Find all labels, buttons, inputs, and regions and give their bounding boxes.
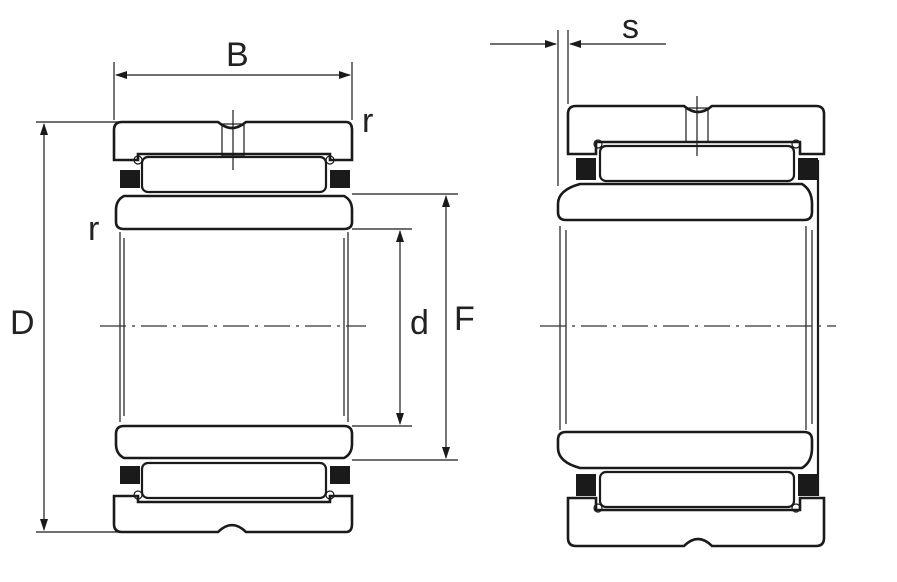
label-D: D xyxy=(10,304,35,342)
roller-top-right xyxy=(598,144,796,183)
inner-ring-top xyxy=(114,194,354,231)
inner-ring-bottom-right xyxy=(556,430,814,470)
right-dimensions xyxy=(490,30,666,186)
inner-ring-bottom xyxy=(114,424,354,460)
outer-ring-bottom xyxy=(112,494,354,534)
left-bearing xyxy=(100,110,366,534)
outer-ring-top xyxy=(112,120,354,162)
roller-bottom xyxy=(140,461,328,500)
label-B: B xyxy=(226,36,249,74)
right-bearing xyxy=(540,96,836,548)
outer-ring-bottom-right xyxy=(566,496,826,548)
outer-ring-top-right xyxy=(566,104,826,156)
label-r-top: r xyxy=(362,102,373,140)
label-d: d xyxy=(410,304,429,342)
roller-bottom-right xyxy=(598,470,796,509)
label-s: s xyxy=(622,8,639,46)
label-r-left: r xyxy=(88,210,99,248)
roller-top xyxy=(140,155,328,194)
label-F: F xyxy=(454,300,475,338)
left-dimensions xyxy=(36,62,458,533)
inner-ring-top-right xyxy=(556,182,814,222)
